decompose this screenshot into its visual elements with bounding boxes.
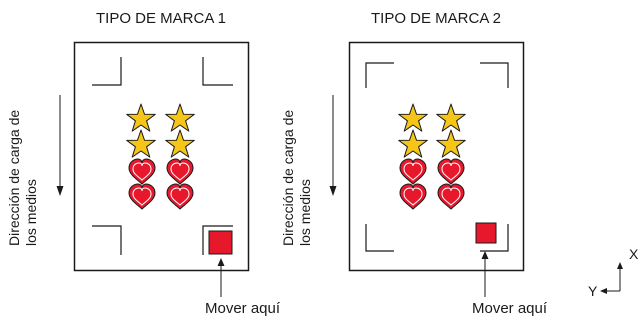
star-icon	[436, 103, 466, 132]
panel-2-crop-mark-bottom-left	[365, 224, 394, 252]
axis-y-arrowhead	[600, 288, 607, 294]
star-icon	[398, 103, 428, 132]
axis-x-label: X	[629, 246, 638, 262]
panel-1-crop-mark-top-left	[92, 57, 122, 86]
panel-2-crop-mark-top-right	[480, 62, 509, 88]
star-icon	[126, 129, 156, 158]
panel-2-crop-mark-bottom-right	[480, 224, 509, 252]
panel-1-move-here-square	[208, 230, 233, 255]
panel-1-design	[126, 103, 195, 210]
panel-1-title: TIPO DE MARCA 1	[96, 10, 227, 27]
panel-2-load-direction-arrowhead	[329, 186, 337, 196]
panel-1-crop-mark-top-right	[202, 57, 233, 86]
panel-2	[329, 41, 525, 297]
panel-2-media-sheet	[348, 41, 525, 272]
panel-2-pointer-arrowhead	[481, 251, 489, 259]
star-icon	[436, 129, 466, 158]
panel-1-crop-mark-bottom-right	[202, 225, 233, 255]
panel-1-crop-mark-bottom-left	[92, 225, 122, 255]
axis-indicator	[600, 262, 623, 294]
axis-y-label: Y	[588, 283, 598, 299]
star-icon	[398, 129, 428, 158]
star-icon	[165, 103, 195, 132]
axis-x-arrowhead	[617, 262, 623, 269]
panel-2-move-here-caption: Mover aquí	[472, 300, 548, 317]
panel-2-title: TIPO DE MARCA 2	[371, 10, 502, 27]
panel-1-move-here-caption: Mover aquí	[205, 300, 281, 317]
star-icon	[165, 129, 195, 158]
panel-2-move-here-square	[475, 222, 497, 244]
panel-1-media-sheet	[73, 41, 250, 272]
panel-2-design	[398, 103, 466, 210]
panel-2-crop-mark-top-left	[365, 62, 394, 88]
panel-1-load-direction-arrowhead	[56, 186, 64, 196]
star-icon	[126, 103, 156, 132]
panel-1-pointer-arrowhead	[217, 258, 225, 266]
panel-1	[56, 41, 250, 297]
